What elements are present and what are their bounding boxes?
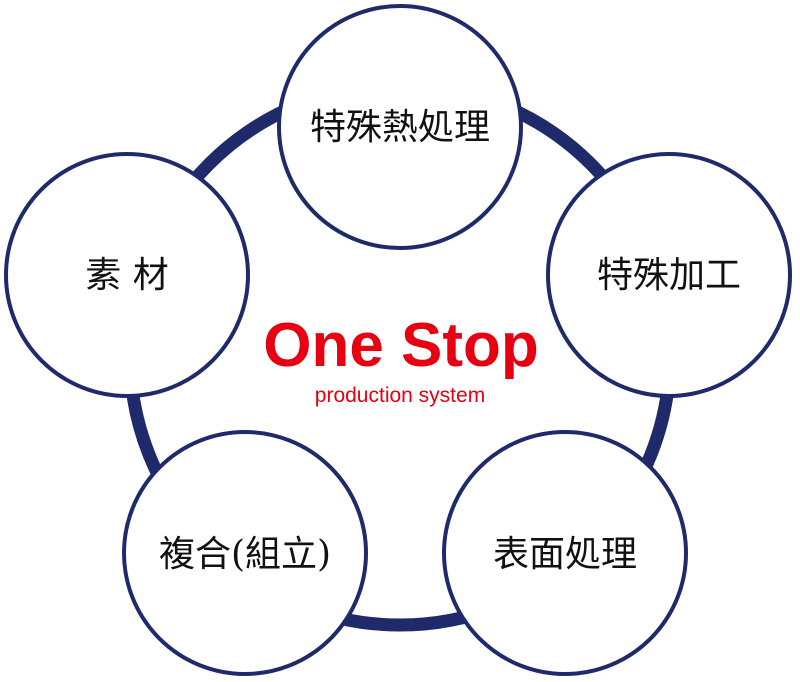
node-special-heat-treatment: 特殊熱処理 [277,4,523,250]
node-label-special-machining: 特殊加工 [597,255,741,296]
node-material: 素 材 [4,152,250,398]
node-label-composite-assembly: 複合(組立) [159,534,331,575]
node-composite-assembly: 複合(組立) [122,430,368,676]
node-surface-treatment: 表面処理 [442,430,688,676]
node-label-special-heat-treatment: 特殊熱処理 [310,107,490,148]
center-subtitle: production system [315,384,485,407]
node-label-surface-treatment: 表面処理 [493,534,637,575]
node-label-material: 素 材 [85,255,168,296]
node-special-machining: 特殊加工 [546,152,792,398]
center-title: One Stop [263,311,539,380]
